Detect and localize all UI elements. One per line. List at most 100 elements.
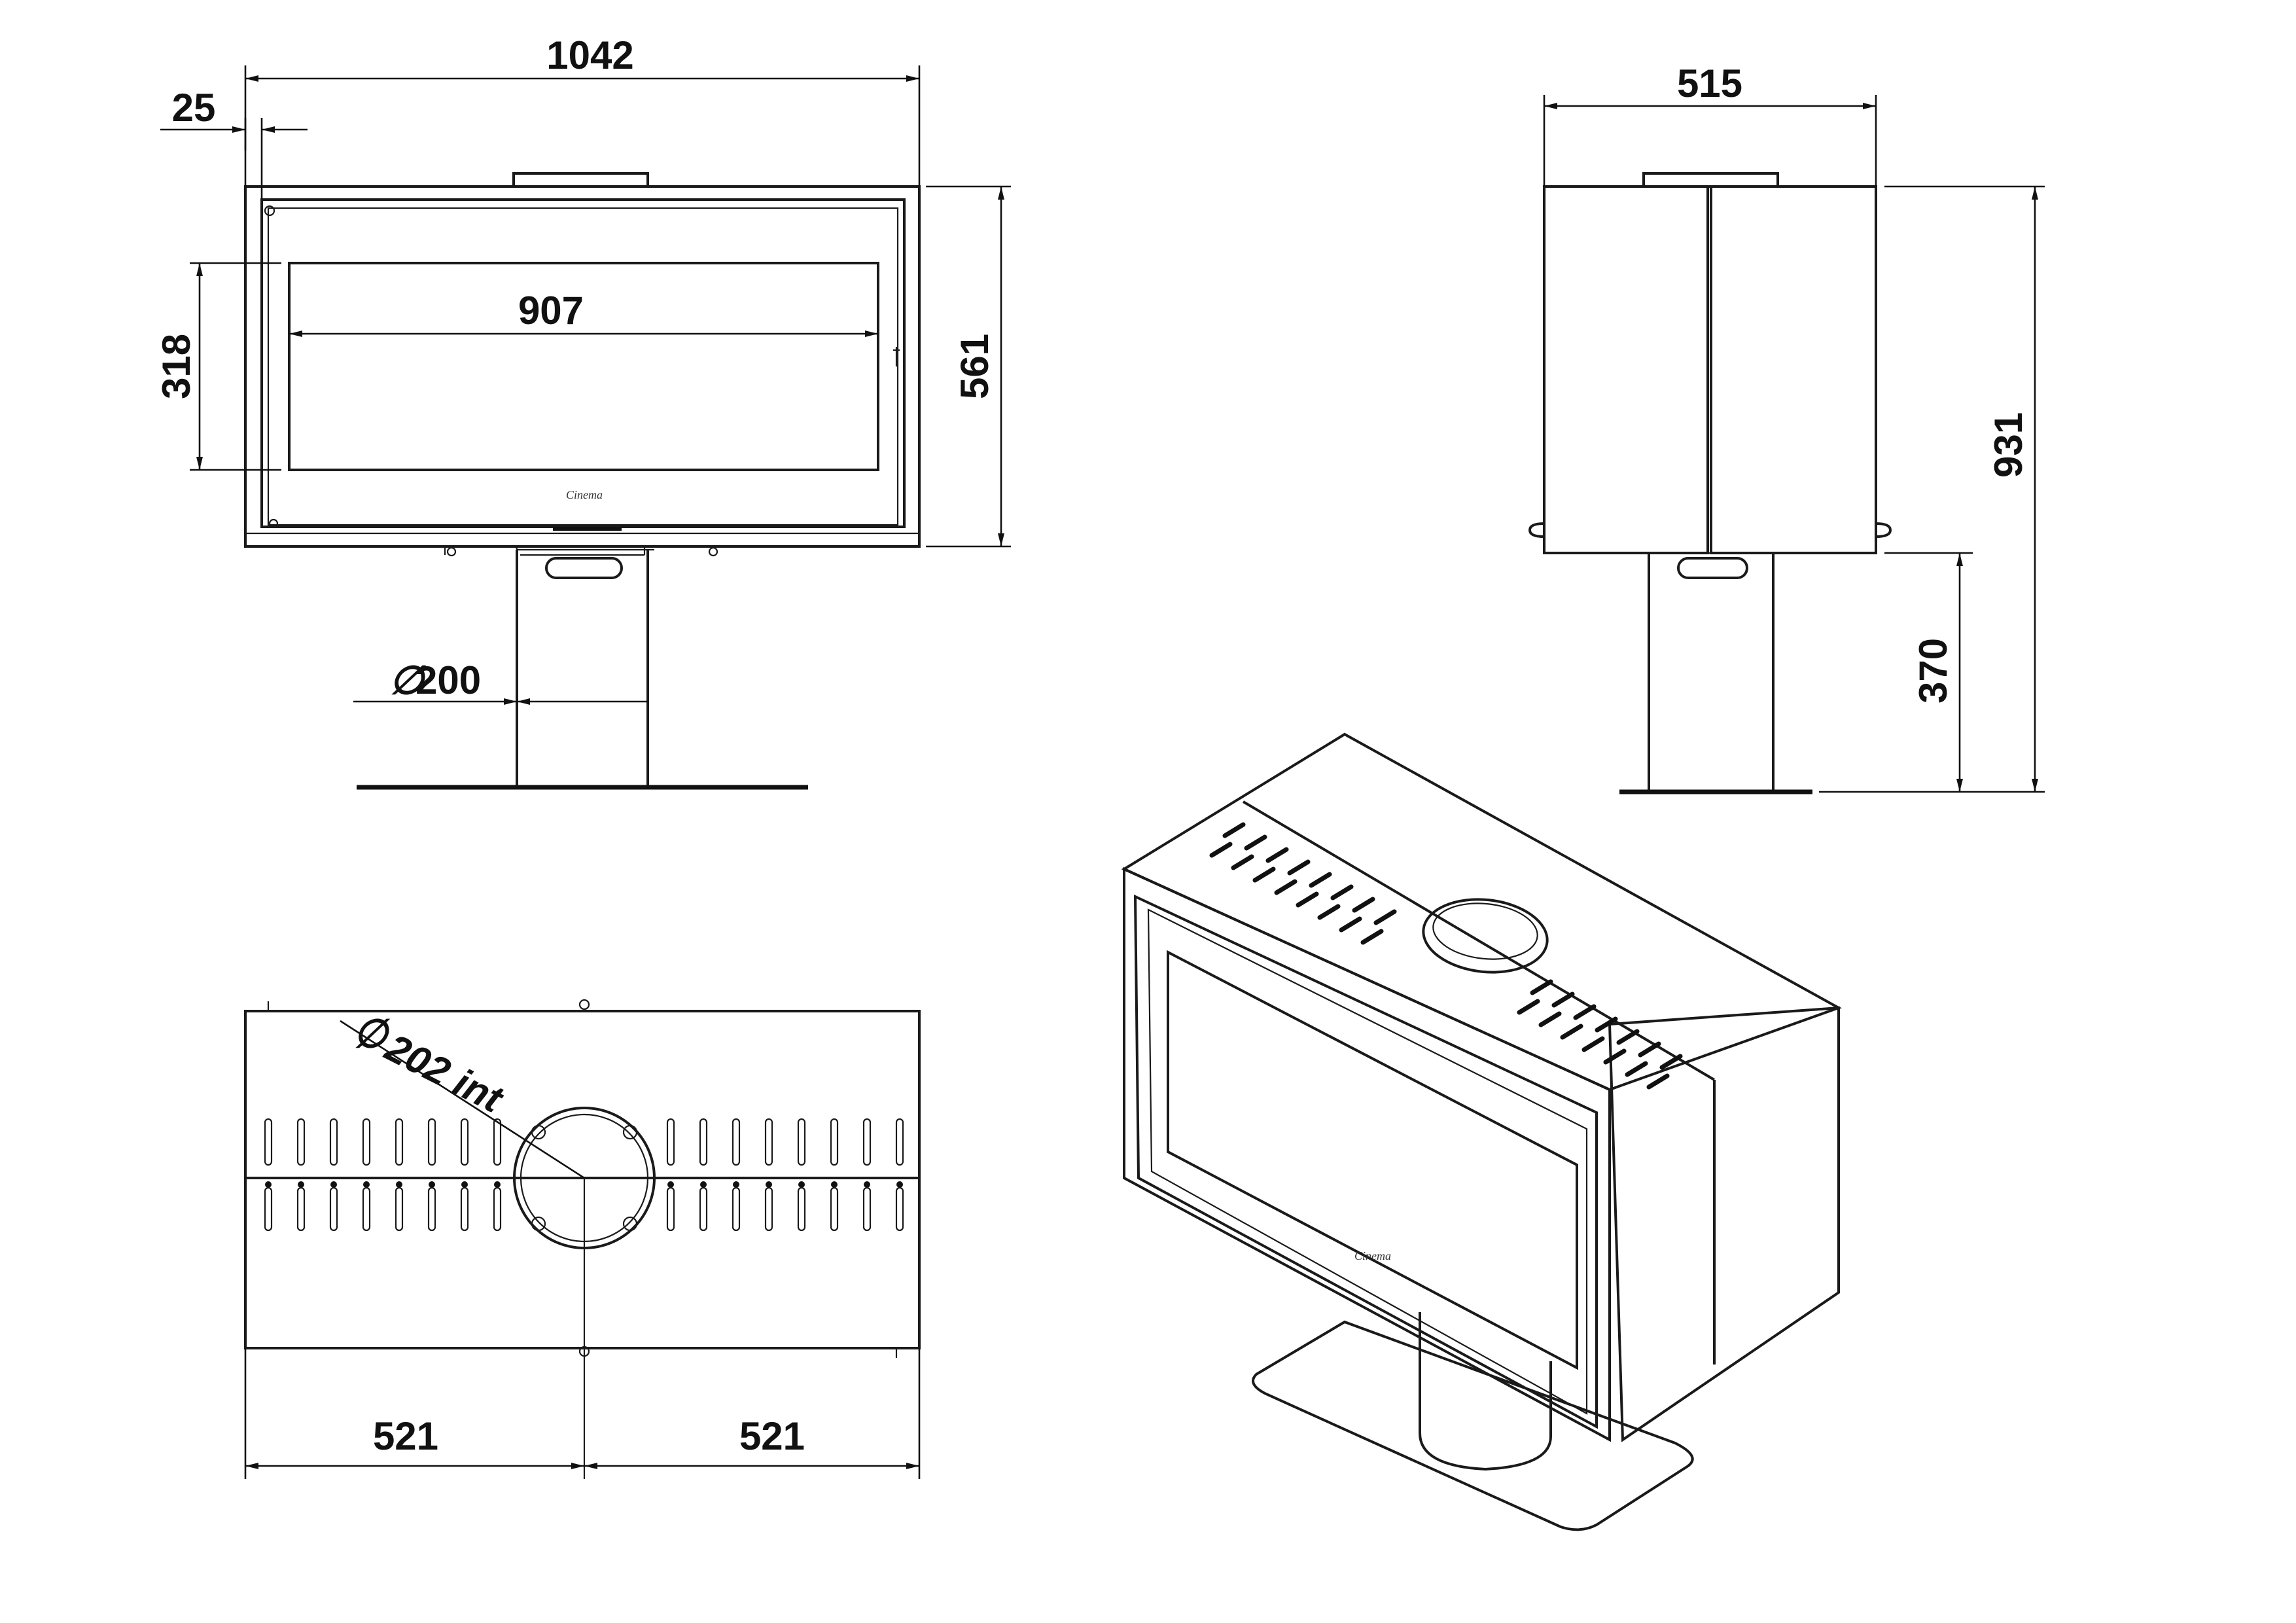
dim-318-label: 318 [154, 334, 198, 399]
vent-slot [460, 1186, 469, 1232]
vent-slot [764, 1118, 773, 1166]
vent-pin [733, 1181, 739, 1188]
vent-pin [896, 1181, 903, 1188]
vent-slot [329, 1118, 338, 1166]
vent-pin [265, 1181, 272, 1188]
vent-slot [797, 1186, 806, 1232]
vent-slot [460, 1118, 469, 1166]
iso-vent-slot [1603, 1048, 1627, 1065]
side-dimensions: 515 931 370 [1543, 62, 2045, 793]
vent-slot [830, 1186, 839, 1232]
top-front-mark [578, 1346, 590, 1357]
side-body-left-panel [1543, 185, 1709, 554]
top-flue-bolt [531, 1216, 546, 1232]
front-pedestal-flare-left [513, 545, 518, 550]
top-diameter-leader [340, 1020, 585, 1179]
front-hinge-bottom [268, 518, 279, 529]
side-pedestal-slot [1677, 557, 1748, 579]
vent-slot [732, 1186, 741, 1232]
vent-pin [396, 1181, 402, 1188]
iso-body-right-side [1608, 1006, 1840, 1442]
iso-vent-slot [1560, 1024, 1583, 1040]
top-vent-slots [264, 1118, 904, 1232]
vent-slot [830, 1118, 839, 1166]
top-flue-bolt [531, 1124, 546, 1140]
iso-vent-slot [1339, 916, 1362, 933]
dim-202-label: 202 int [378, 1025, 511, 1122]
side-view [1528, 172, 1892, 794]
iso-vent-slot [1517, 999, 1540, 1015]
vent-slot [764, 1186, 773, 1232]
vent-slot [395, 1186, 404, 1232]
iso-base-plate [1252, 1320, 1694, 1531]
vent-slot [493, 1186, 502, 1232]
iso-vent-slot [1265, 847, 1289, 863]
top-flue-bolt [622, 1124, 638, 1140]
front-dimensions: 1042 25 907 318 561 ∅ 200 [154, 33, 1011, 705]
vent-slot [732, 1118, 741, 1166]
iso-glass [1167, 950, 1578, 1370]
front-foot-right [708, 546, 718, 557]
front-door-frame [260, 198, 906, 528]
vent-slot [296, 1118, 306, 1166]
dim-521-right-label: 521 [739, 1414, 805, 1458]
vent-slot [862, 1118, 872, 1166]
iso-vent-slots [1209, 822, 1683, 1090]
vent-pin [429, 1181, 435, 1188]
side-flue-collar [1642, 172, 1779, 188]
dim-200-label: 200 [415, 658, 481, 702]
iso-logo: Cinema [1354, 1249, 1391, 1262]
iso-vent-slot [1373, 909, 1397, 925]
top-view: ∅ 202 int [244, 999, 921, 1479]
dim-931-label: 931 [1987, 412, 2030, 478]
iso-vent-slot [1317, 904, 1341, 920]
vent-pin [363, 1181, 370, 1188]
dim-1042-label: 1042 [546, 33, 633, 77]
iso-vent-slot [1231, 854, 1254, 870]
top-flue-bolt [622, 1216, 638, 1232]
top-dimensions: 521 521 [244, 1348, 921, 1479]
iso-vent-slot [1352, 897, 1375, 913]
isometric-view: Cinema [1121, 732, 1842, 1531]
iso-flue-inner [1432, 902, 1538, 960]
vent-pin [298, 1181, 304, 1188]
front-flue-collar [512, 172, 649, 188]
iso-vent-slot [1287, 859, 1311, 876]
iso-vent-slot [1209, 842, 1233, 858]
iso-vent-slot [1222, 822, 1246, 838]
iso-vent-slot [1595, 1016, 1618, 1033]
iso-body-front [1123, 866, 1611, 1442]
vent-slot [666, 1118, 675, 1166]
vent-pin [798, 1181, 805, 1188]
front-view: Cinema [244, 172, 921, 790]
vent-slot [699, 1186, 708, 1232]
iso-vent-slot [1638, 1041, 1661, 1058]
dim-521-left-label: 521 [373, 1414, 438, 1458]
iso-vent-slot [1538, 1011, 1562, 1027]
dim-515-label: 515 [1677, 62, 1742, 105]
side-handle-left [1528, 522, 1545, 538]
front-pedestal-slot [545, 557, 623, 579]
front-latch [893, 347, 900, 366]
vent-pin [461, 1181, 468, 1188]
vent-slot [362, 1186, 371, 1232]
iso-body-top [1121, 732, 1842, 1092]
vent-slot [493, 1118, 502, 1166]
dim-202-symbol: ∅ [353, 1012, 391, 1056]
top-body-outline [244, 1010, 921, 1349]
front-logo: Cinema [566, 488, 603, 501]
iso-door-frame [1133, 894, 1598, 1429]
front-pedestal-top [444, 546, 654, 556]
vent-pin [766, 1181, 772, 1188]
iso-vent-slot [1360, 929, 1384, 945]
side-handle-right [1875, 522, 1892, 538]
iso-vent-slot [1616, 1029, 1640, 1045]
front-hinge-top [264, 205, 275, 217]
iso-vent-slot [1646, 1073, 1670, 1090]
iso-vent-slot [1309, 872, 1332, 888]
front-glass [288, 262, 879, 471]
vent-slot [797, 1118, 806, 1166]
iso-vent-slot [1244, 834, 1267, 851]
vent-slot [362, 1118, 371, 1166]
